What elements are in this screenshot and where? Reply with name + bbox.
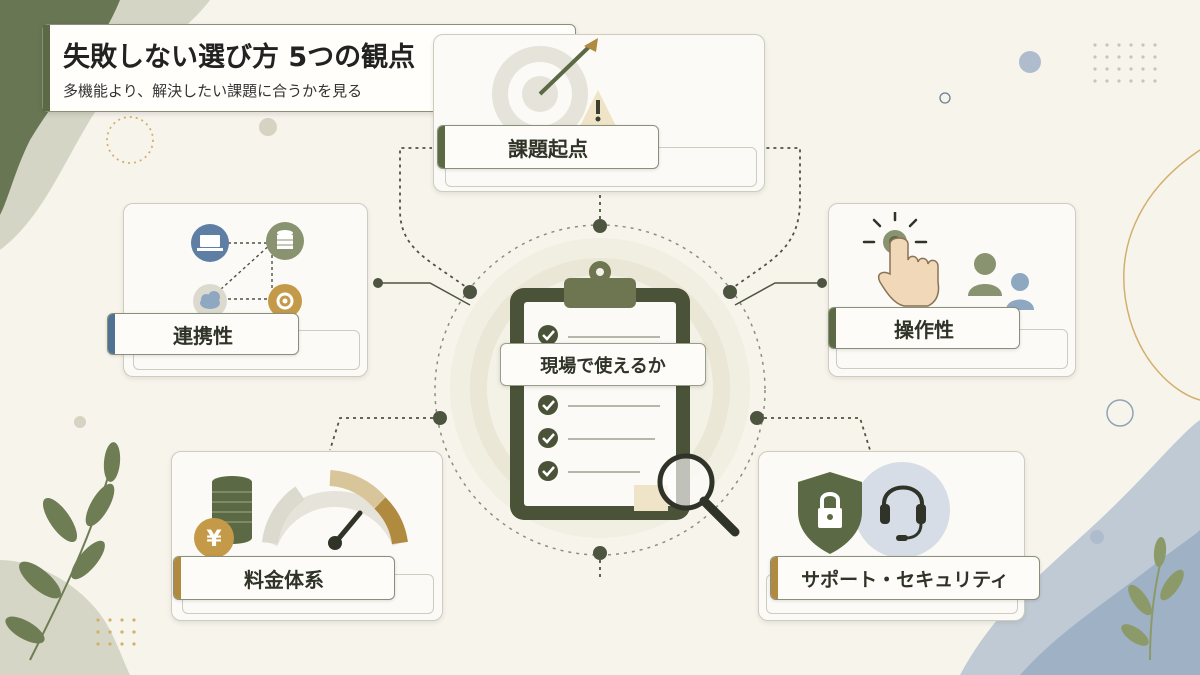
label-usability: 操作性 xyxy=(828,307,1020,349)
tap-hand-icon xyxy=(862,212,1034,310)
shield-headset-icon xyxy=(798,462,950,558)
yen-coins-gauge-icon: ¥ xyxy=(194,470,408,558)
magnifier-icon xyxy=(634,453,740,537)
page-subtitle: 多機能より、解決したい課題に合うかを見る xyxy=(63,82,363,100)
page-title: 失敗しない選び方 5つの観点 xyxy=(63,42,416,73)
leaf-plant-left xyxy=(5,442,121,661)
label-integration: 連携性 xyxy=(107,313,299,355)
label-issue: 課題起点 xyxy=(437,125,659,169)
label-support: サポート・セキュリティ xyxy=(770,556,1040,600)
svg-text:¥: ¥ xyxy=(206,527,222,552)
network-icon xyxy=(191,222,304,315)
label-pricing: 料金体系 xyxy=(173,556,395,600)
center-label: 現場で使えるか xyxy=(500,343,706,386)
target-icon xyxy=(492,38,616,126)
leaf-plant-right xyxy=(1121,537,1184,661)
